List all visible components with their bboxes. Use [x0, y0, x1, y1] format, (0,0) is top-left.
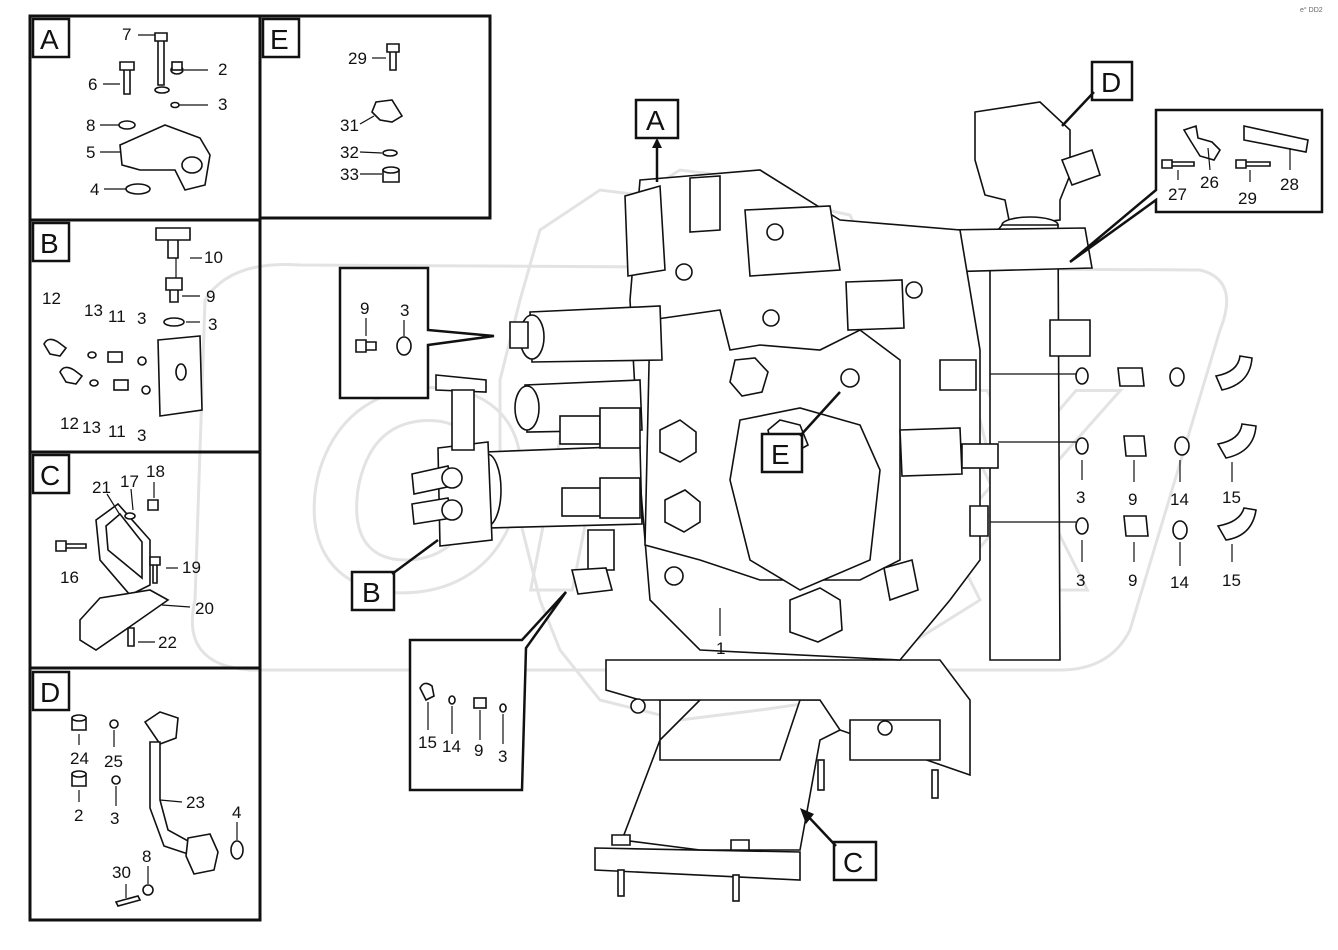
panel-c-letter: C: [40, 460, 60, 491]
callout: 13: [84, 301, 103, 320]
panel-c-tag: [31, 453, 71, 495]
callout: 7: [122, 25, 131, 44]
callout: 28: [1280, 175, 1299, 194]
callout: 16: [60, 568, 79, 587]
callout: 4: [90, 180, 99, 199]
panel-e: E 29 31 32 33: [258, 14, 492, 220]
callout: 29: [348, 49, 367, 68]
corner-code: e° DD2: [1300, 6, 1323, 14]
callout: 32: [340, 143, 359, 162]
callout: 4: [232, 803, 241, 822]
inset-upper: 9 3: [338, 266, 495, 400]
callout: 3: [218, 95, 227, 114]
callout: 29: [1238, 189, 1257, 208]
callout: 12: [42, 289, 61, 308]
main-label-b: B: [362, 577, 381, 608]
callout: 3: [498, 747, 507, 766]
panel-c: C 18 21 17 16 19 20 22: [28, 450, 262, 670]
callout: 26: [1200, 173, 1219, 192]
callout: 24: [70, 749, 89, 768]
callout: 9: [474, 741, 483, 760]
panel-b: B 10 9 12 13 11 3 3 12 13 11 3: [28, 218, 262, 454]
main-label-e-box: [760, 432, 804, 474]
callout: 31: [340, 116, 359, 135]
callout: 3: [1076, 571, 1085, 590]
callout: 14: [442, 737, 461, 756]
callout: 2: [218, 60, 227, 79]
main-label-a: A: [646, 105, 665, 136]
panel-d-tag: [31, 670, 71, 712]
callout: 18: [146, 462, 165, 481]
callout: 25: [104, 752, 123, 771]
callout: 33: [340, 165, 359, 184]
callout: 21: [92, 478, 111, 497]
callout: 15: [1222, 488, 1241, 507]
callout: 3: [400, 301, 409, 320]
panel-b-letter: B: [40, 228, 59, 259]
inset-lower: 15 14 9 3: [408, 591, 568, 792]
callout: 11: [108, 422, 126, 441]
main-label-c-box: [832, 840, 878, 882]
panel-d: D 24 25 2 3 23 4 8 30: [28, 666, 262, 922]
panel-e-letter: E: [270, 24, 289, 55]
callout: 9: [360, 299, 369, 318]
callout: 8: [142, 847, 151, 866]
callout: 5: [86, 143, 95, 162]
main-labels: A D E B C 1: [350, 60, 1134, 882]
callout: 10: [204, 248, 223, 267]
callout: 11: [108, 307, 126, 326]
callout: 15: [418, 733, 437, 752]
panel-a: A 7 2 6 3 8 5 4: [28, 14, 262, 222]
panel-b-tag: [31, 221, 71, 263]
callout: 9: [1128, 490, 1137, 509]
callout: 13: [82, 418, 101, 437]
callout: 3: [137, 309, 146, 328]
callout: 1: [716, 639, 725, 658]
callout: 14: [1170, 490, 1189, 509]
callout: 20: [195, 599, 214, 618]
callout: 3: [110, 809, 119, 828]
main-label-e: E: [771, 439, 790, 470]
callout: 19: [182, 558, 201, 577]
panel-a-tag: [31, 17, 71, 59]
panel-a-letter: A: [40, 24, 59, 55]
callout: 2: [74, 806, 83, 825]
callout: 3: [137, 426, 146, 445]
callout: 8: [86, 116, 95, 135]
callout: 3: [1076, 488, 1085, 507]
callout: 15: [1222, 571, 1241, 590]
callout: 12: [60, 414, 79, 433]
main-label-a-box: [634, 98, 680, 140]
callout: 9: [1128, 571, 1137, 590]
callout: 3: [208, 315, 217, 334]
callout: 30: [112, 863, 131, 882]
callout: 17: [120, 472, 139, 491]
callout: 27: [1168, 185, 1187, 204]
panel-e-tag: [261, 17, 301, 59]
main-label-d-box: [1090, 60, 1134, 102]
right-callouts: 3 9 14 15 3 9 14 15: [1076, 488, 1241, 592]
main-label-c: C: [843, 847, 863, 878]
main-label-b-box: [350, 570, 396, 612]
callout: 14: [1170, 573, 1189, 592]
callout: 23: [186, 793, 205, 812]
callout: 6: [88, 75, 97, 94]
inset-right-bracket: 27 26 29 28: [1069, 108, 1324, 264]
main-label-d: D: [1101, 67, 1121, 98]
callout: 22: [158, 633, 177, 652]
callout: 9: [206, 287, 215, 306]
panel-d-letter: D: [40, 677, 60, 708]
